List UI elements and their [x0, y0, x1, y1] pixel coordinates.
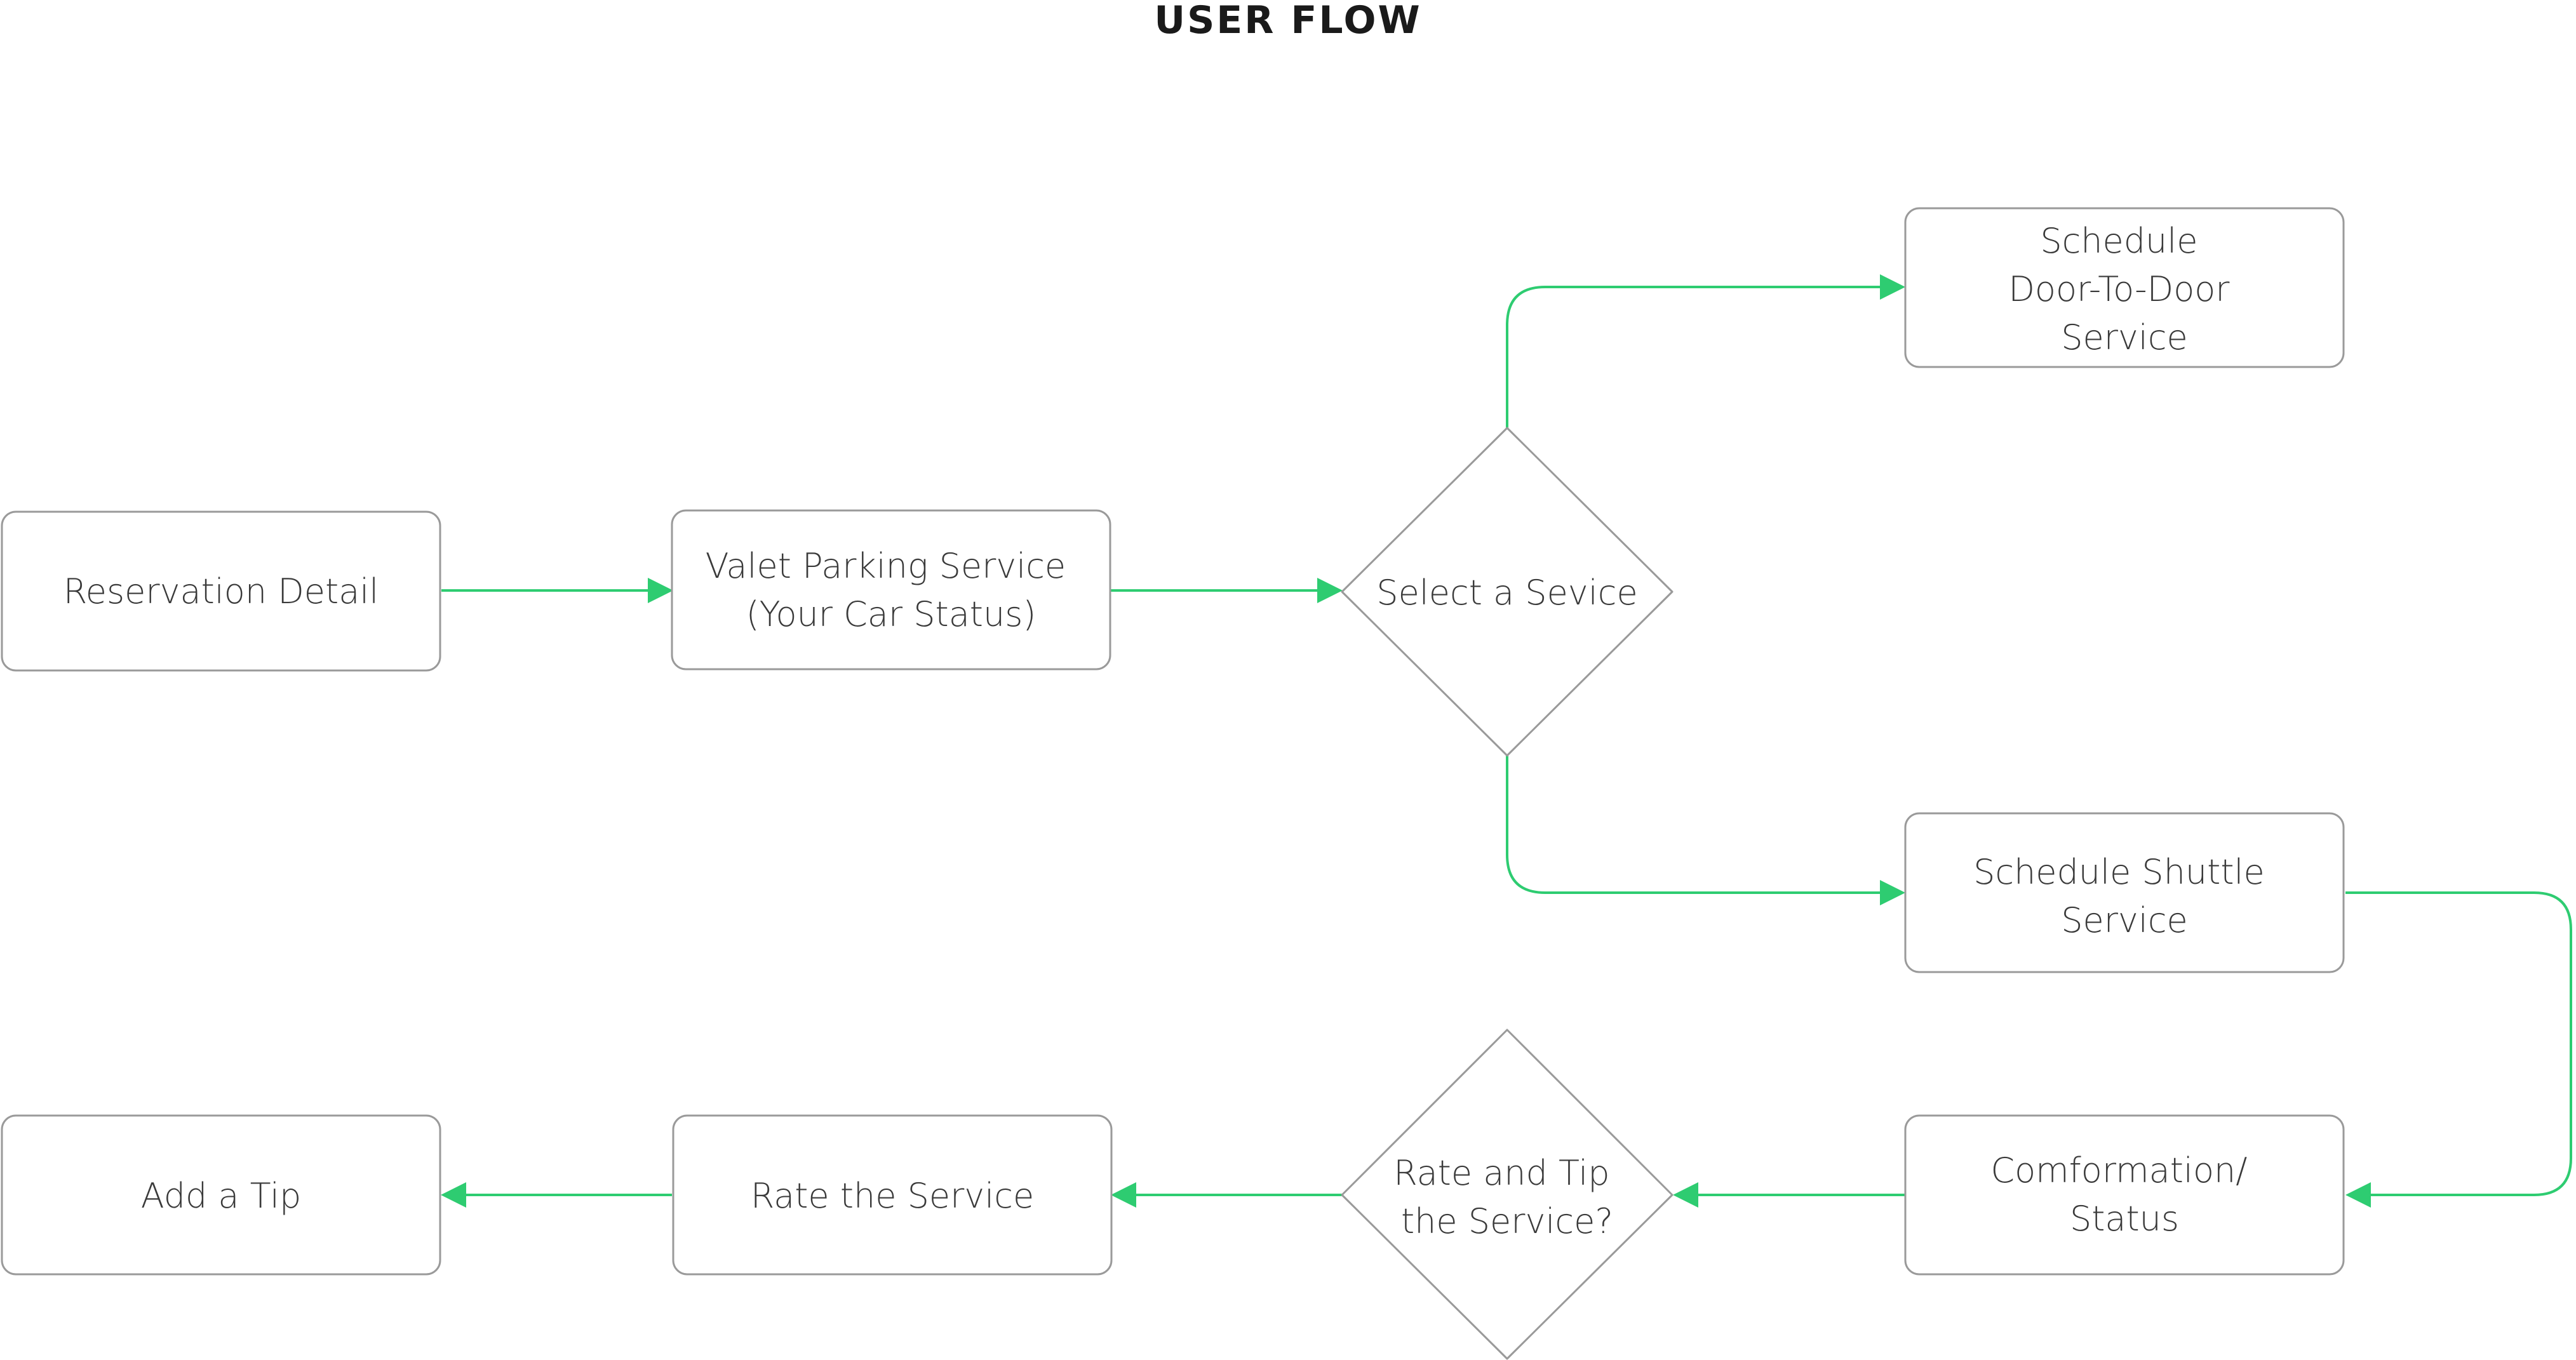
decision-rate-tip-line-1: Rate and Tip — [1393, 1153, 1609, 1193]
decision-rate-tip-line-2: the Service? — [1401, 1201, 1613, 1241]
node-valet-parking-line-1: Valet Parking Service — [706, 546, 1066, 586]
svg-text:Rate and Tip the Servi: Rate and Tip the Service? — [1393, 1153, 1621, 1241]
decision-rate-and-tip: Rate and Tip the Service? — [1341, 1029, 1674, 1360]
arrow-select-to-door — [1506, 274, 1905, 428]
node-schedule-shuttle-service: Schedule Shuttle Service — [1904, 812, 2345, 973]
arrow-shuttle-to-confirmation — [2345, 891, 2572, 1208]
node-valet-parking-service: Valet Parking Service (Your Car Status) — [671, 509, 1111, 670]
node-valet-parking-line-2: (Your Car Status) — [746, 594, 1036, 634]
svg-text:Valet Parking Service: Valet Parking Service (Your Car Status) — [706, 546, 1077, 634]
svg-text:Schedule Door-To-Door: Schedule Door-To-Door Service — [2008, 221, 2240, 357]
connectors — [441, 274, 2572, 1208]
decision-select-line-1: Select a Sevice — [1376, 573, 1637, 613]
node-reservation-detail-line-1: Reservation Detail — [64, 571, 379, 611]
node-confirmation-line-2: Status — [2070, 1199, 2179, 1239]
svg-text:Schedule Shuttle Servi: Schedule Shuttle Service — [1973, 852, 2276, 940]
node-rate-line-1: Rate the Service — [751, 1176, 1034, 1216]
node-door-line-3: Service — [2061, 317, 2188, 357]
node-door-line-2: Door-To-Door — [2008, 269, 2230, 309]
node-door-line-1: Schedule — [2040, 221, 2197, 261]
node-confirmation-status: Comformation/ Status — [1904, 1114, 2345, 1276]
node-schedule-door-to-door: Schedule Door-To-Door Service — [1904, 207, 2345, 368]
node-shuttle-line-2: Service — [2061, 900, 2188, 940]
node-reservation-detail: Reservation Detail — [1, 510, 441, 672]
svg-text:Reservation Detail: Reservation Detail — [64, 571, 379, 611]
decision-select-a-service: Select a Sevice — [1341, 427, 1674, 757]
svg-text:Rate the Service: Rate the Service — [751, 1176, 1034, 1216]
svg-text:Comformation/ Status: Comformation/ Status — [1990, 1150, 2258, 1239]
node-confirmation-line-1: Comformation/ — [1990, 1150, 2247, 1190]
arrow-select-to-shuttle — [1506, 756, 1905, 905]
diagram-title: USER FLOW — [1154, 0, 1421, 43]
svg-text:Select a Sevice: Select a Sevice — [1376, 573, 1637, 613]
node-add-tip-line-1: Add a Tip — [141, 1176, 302, 1216]
node-add-a-tip: Add a Tip — [1, 1114, 441, 1276]
svg-text:Add a Tip: Add a Tip — [141, 1176, 302, 1216]
node-rate-the-service: Rate the Service — [672, 1114, 1113, 1276]
node-shuttle-line-1: Schedule Shuttle — [1973, 852, 2265, 892]
